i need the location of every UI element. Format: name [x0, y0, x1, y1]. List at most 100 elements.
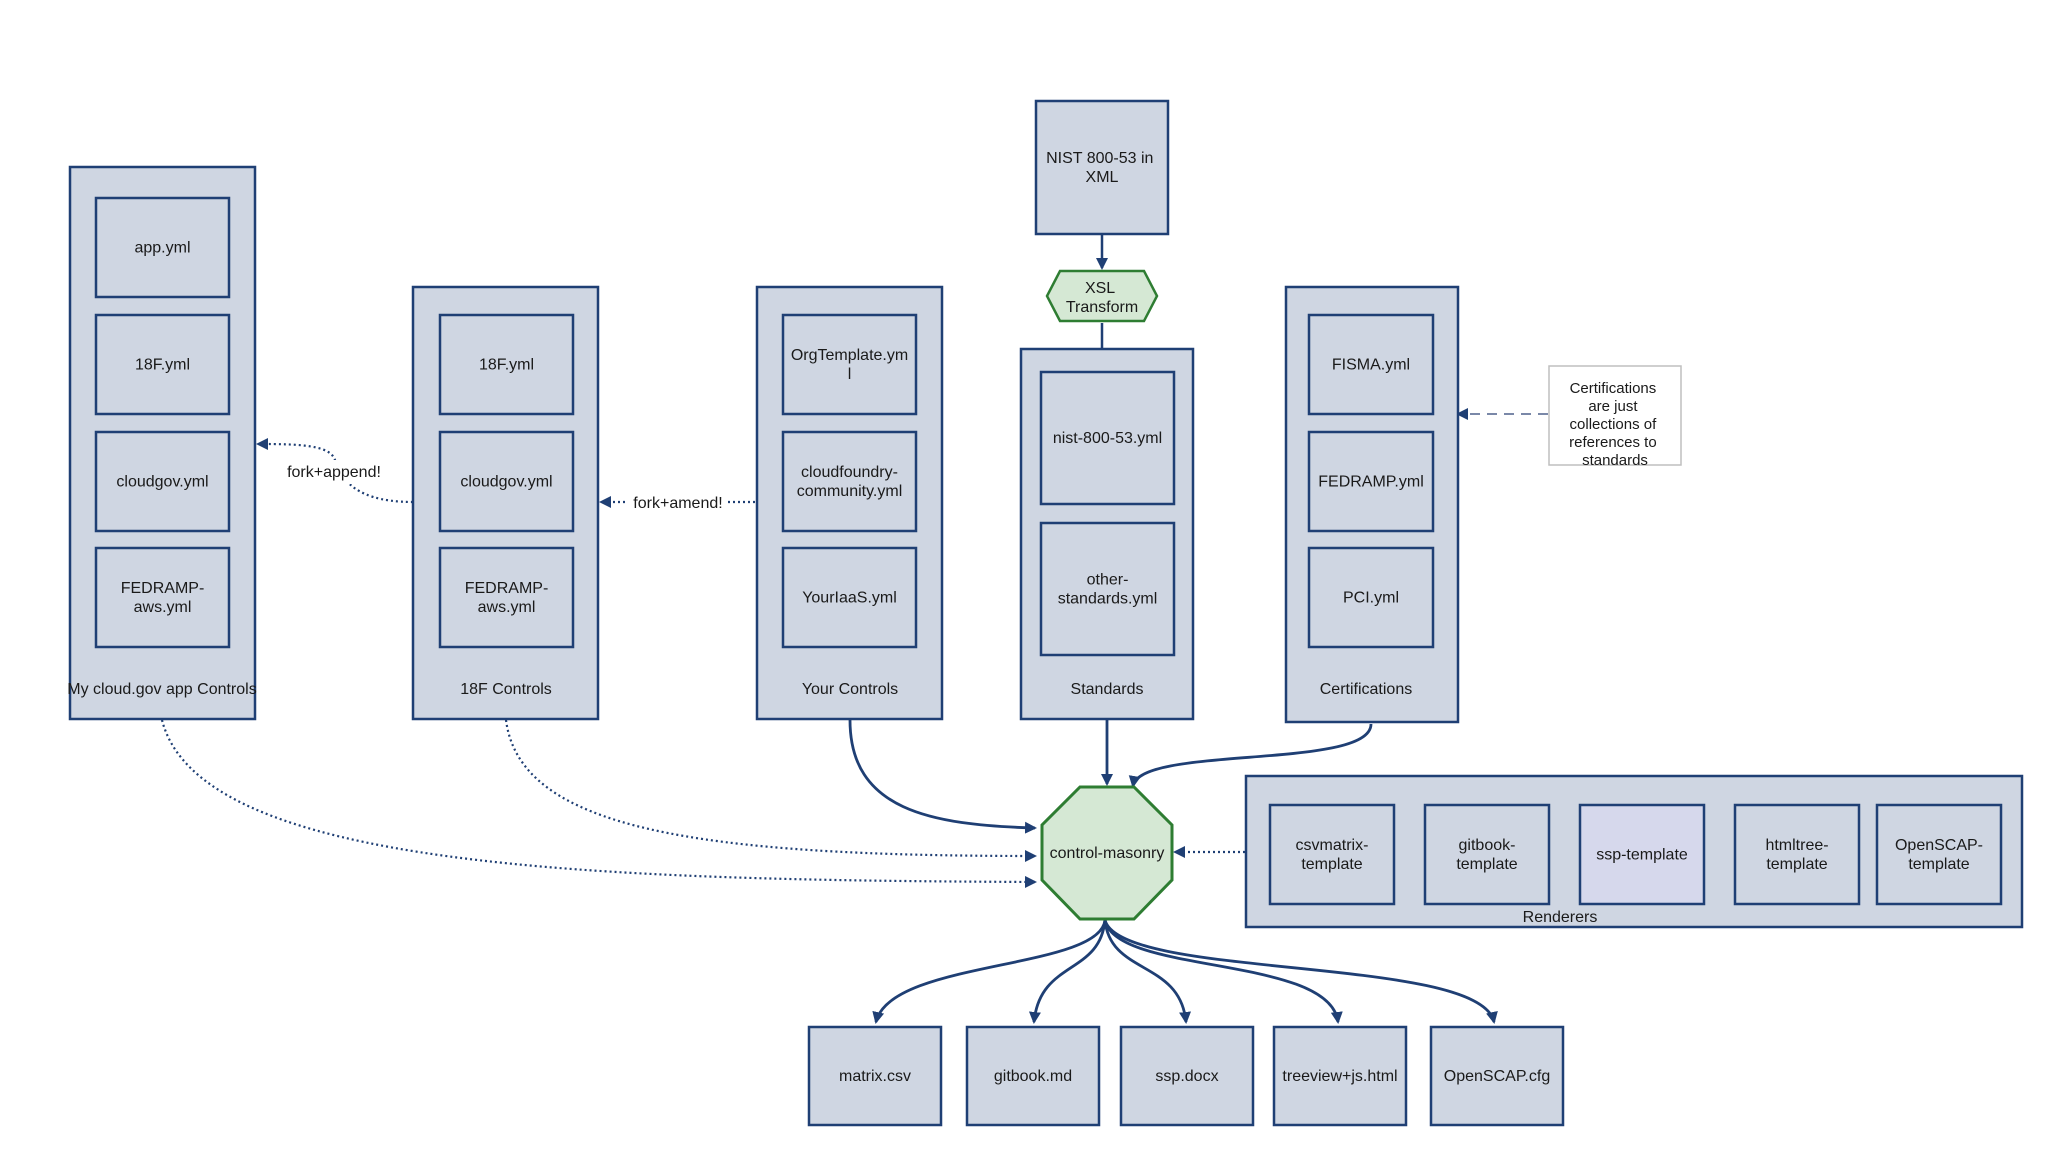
svg-text:XSL Transform: XSL Transform [1066, 280, 1138, 316]
edge-your-to-masonry [848, 719, 1037, 834]
my-controls-item-2-text: 18F.yml [135, 357, 190, 374]
svg-text:FEDRAMP-aws.yml: FEDRAMP-aws.yml [121, 580, 205, 616]
renderer-item-1: csvmatrix-template [1268, 803, 1396, 906]
f18-controls-item-1: 18F.yml [438, 313, 575, 416]
certifications-item-3: PCI.yml [1307, 546, 1435, 649]
your-controls-item-3: YourIaaS.yml [781, 546, 918, 649]
your-controls-item-2: cloudfoundry-community.yml [781, 430, 918, 533]
renderer-item-2: gitbook-template [1423, 803, 1551, 906]
my-controls-item-3: cloudgov.yml [94, 430, 231, 533]
your-controls-items: OrgTemplate.ym l cloudfoundry-community.ym… [781, 313, 918, 649]
my-controls-item-4: FEDRAMP-aws.yml [94, 546, 231, 649]
your-controls-label: Your Controls [802, 681, 898, 698]
18f-controls-label: 18F Controls [460, 681, 552, 698]
svg-text:OrgTemplate.yml: OrgTemplate.ym l [791, 347, 908, 383]
my-controls-item-4-text: FEDRAMP- [121, 580, 205, 597]
renderer-item-2-text: template [1456, 856, 1517, 873]
note-line-3: collections of [1570, 416, 1658, 433]
your-controls-item-1-text: OrgTemplate.ym [791, 347, 908, 364]
svg-text:cloudgov.yml: cloudgov.yml [116, 474, 208, 491]
group-your-controls: OrgTemplate.ym l cloudfoundry-community.ym… [755, 285, 944, 721]
renderer-item-5-text: OpenSCAP- [1895, 837, 1983, 854]
svg-text:app.yml: app.yml [134, 240, 190, 257]
svg-text:other-standards.yml: other-standards.yml [1058, 572, 1158, 608]
renderer-item-4-text: template [1766, 856, 1827, 873]
renderer-item-5-text: template [1908, 856, 1969, 873]
edge-masonry-to-matrix [872, 919, 1107, 1024]
note-line-4: references to [1569, 434, 1657, 451]
svg-text:YourIaaS.yml: YourIaaS.yml [802, 590, 897, 607]
svg-text:OpenSCAP-template: OpenSCAP-template [1895, 837, 1983, 873]
f18-controls-item-2-text: cloudgov.yml [460, 474, 552, 491]
standards-item-2-text: standards.yml [1058, 591, 1158, 608]
xsl-transform-line-1: XSL [1085, 280, 1115, 297]
control-masonry-node: control-masonry [1040, 785, 1174, 921]
svg-text:FEDRAMP-aws.yml: FEDRAMP-aws.yml [465, 580, 549, 616]
edge-certs-to-masonry [1128, 723, 1373, 788]
your-controls-item-1-text: l [848, 366, 852, 383]
renderer-item-1-text: csvmatrix- [1296, 837, 1369, 854]
svg-text:OpenSCAP.cfg: OpenSCAP.cfg [1444, 1068, 1550, 1085]
fork-append-label: fork+append! [287, 464, 381, 481]
group-renderers: csvmatrix-templategitbook-templatessp-te… [1244, 774, 2024, 929]
note-line-1: Certifications [1570, 380, 1657, 397]
xsl-transform-node: XSL Transform [1045, 269, 1159, 323]
f18-controls-item-3: FEDRAMP-aws.yml [438, 546, 575, 649]
svg-text:gitbook.md: gitbook.md [994, 1068, 1072, 1085]
edge-masonry-to-openscap [1103, 919, 1498, 1024]
my-controls-item-4-text: aws.yml [134, 599, 192, 616]
f18-controls-item-1-text: 18F.yml [479, 357, 534, 374]
renderer-item-5: OpenSCAP-template [1875, 803, 2003, 906]
standards-item-2: other-standards.yml [1039, 521, 1176, 657]
renderer-item-3: ssp-template [1578, 803, 1706, 906]
my-controls-item-3-text: cloudgov.yml [116, 474, 208, 491]
standards-items: nist-800-53.yml other-standards.yml [1039, 370, 1176, 657]
note-line-2: are just [1588, 398, 1638, 415]
output-file-2: gitbook.md [965, 1025, 1101, 1127]
edge-masonry-to-ssp [1103, 919, 1191, 1024]
svg-text:18F.yml: 18F.yml [479, 357, 534, 374]
edge-my-to-masonry [160, 719, 1037, 888]
my-controls-item-1-text: app.yml [134, 240, 190, 257]
svg-text:ssp.docx: ssp.docx [1155, 1068, 1218, 1085]
certifications-item-2-text: FEDRAMP.yml [1318, 474, 1424, 491]
svg-text:Certifications are just: Certifications are just collections of r… [1569, 380, 1661, 469]
svg-text:treeview+js.html: treeview+js.html [1282, 1068, 1397, 1085]
certifications-label: Certifications [1320, 681, 1412, 698]
svg-text:FEDRAMP.yml: FEDRAMP.yml [1318, 474, 1424, 491]
f18-controls-item-3-text: FEDRAMP- [465, 580, 549, 597]
output-file-4: treeview+js.html [1272, 1025, 1408, 1127]
outputs: matrix.csv gitbook.md ssp.docx treeview+js.… [807, 1025, 1565, 1127]
fork-append-label-bg [286, 460, 382, 484]
standards-item-2-text: other- [1087, 572, 1129, 589]
edge-18f-to-masonry [504, 719, 1037, 862]
renderer-item-4-text: htmltree- [1765, 837, 1828, 854]
nist-source-node: NIST 800-53 in XML [1034, 99, 1170, 236]
output-file-1-text: matrix.csv [839, 1068, 911, 1085]
svg-text:NIST 800-53 in XML: NIST 800-53 in XML [1046, 150, 1158, 186]
edges [160, 235, 1548, 1024]
svg-text:gitbook-template: gitbook-template [1456, 837, 1517, 873]
control-masonry-label: control-masonry [1050, 845, 1165, 862]
renderer-item-1-text: template [1301, 856, 1362, 873]
svg-text:nist-800-53.yml: nist-800-53.yml [1053, 430, 1162, 447]
svg-text:cloudgov.yml: cloudgov.yml [460, 474, 552, 491]
my-controls-item-2: 18F.yml [94, 313, 231, 416]
svg-text:cloudfoundry-community.yml: cloudfoundry-community.yml [797, 464, 903, 500]
output-file-3: ssp.docx [1119, 1025, 1255, 1127]
certifications-item-3-text: PCI.yml [1343, 590, 1399, 607]
output-file-4-text: treeview+js.html [1282, 1068, 1397, 1085]
my-controls-item-1: app.yml [94, 196, 231, 299]
my-controls-label: My cloud.gov app Controls [67, 681, 256, 698]
group-my-controls: app.yml 18F.yml cloudgov.ymlFEDRAMP-aws.ym… [67, 165, 257, 721]
renderer-item-4: htmltree-template [1733, 803, 1861, 906]
renderer-item-3-text: ssp-template [1596, 847, 1688, 864]
svg-text:FISMA.yml: FISMA.yml [1332, 357, 1410, 374]
svg-text:PCI.yml: PCI.yml [1343, 590, 1399, 607]
output-file-2-text: gitbook.md [994, 1068, 1072, 1085]
standards-item-1-text: nist-800-53.yml [1053, 430, 1162, 447]
